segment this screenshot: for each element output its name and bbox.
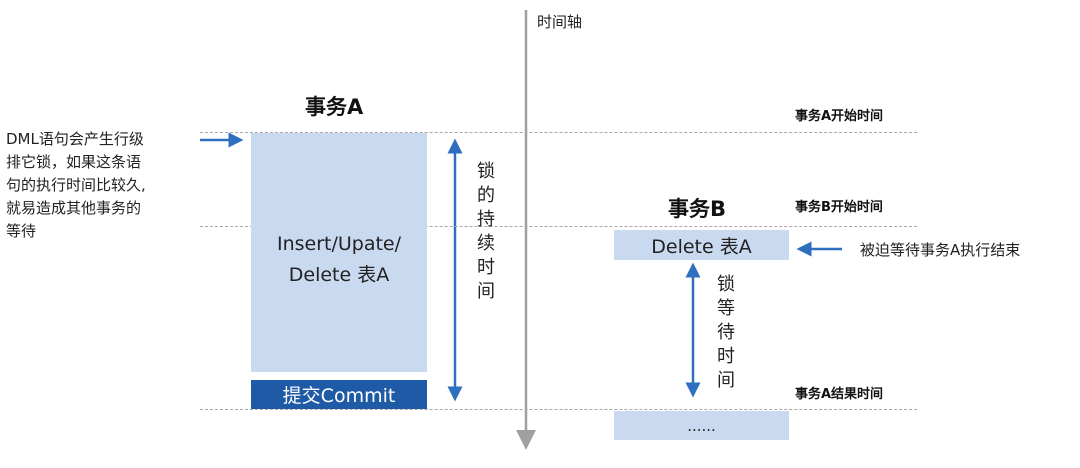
time-axis-label: 时间轴: [537, 13, 583, 31]
statement-line: Delete 表A: [288, 263, 390, 286]
tx-a-box: Insert/Upate/ Delete 表A: [251, 133, 427, 372]
tx-a-note: DML语句会产生行级 排它锁，如果这条语 句的执行时间比较久, 就易造成其他事务…: [6, 128, 206, 243]
vertical-char: 的: [477, 185, 495, 206]
b-start-label: 事务B开始时间: [795, 200, 883, 215]
tx-a-statement: Insert/Upate/ Delete 表A: [277, 229, 401, 291]
vertical-char: 待: [717, 322, 735, 343]
vertical-char: 锁: [477, 161, 495, 182]
vertical-char: 锁: [717, 274, 735, 295]
lock-wait-label: 锁等待时间: [714, 273, 738, 393]
a-start-label: 事务A开始时间: [795, 109, 884, 124]
a-start-line: [200, 132, 917, 133]
vertical-char: 时: [477, 257, 495, 278]
a-end-line: [200, 409, 917, 410]
ellipsis: ......: [687, 416, 716, 435]
vertical-char: 等: [717, 298, 735, 319]
vertical-char: 持: [477, 209, 495, 230]
a-end-label: 事务A结果时间: [795, 387, 884, 402]
statement-line: Insert/Upate/: [276, 232, 402, 255]
tx-b-box: Delete 表A: [614, 230, 789, 260]
vertical-char: 间: [477, 281, 495, 302]
vertical-char: 时: [717, 346, 735, 367]
note-line: 句的执行时间比较久,: [6, 176, 146, 194]
tx-b-continuation-box: ......: [614, 411, 789, 440]
note-line: DML语句会产生行级: [6, 130, 144, 148]
wait-note: 被迫等待事务A执行结束: [860, 241, 1021, 259]
tx-b-title: 事务B: [668, 197, 727, 221]
note-line: 就易造成其他事务的: [6, 199, 142, 217]
b-start-line: [200, 226, 917, 227]
vertical-char: 间: [717, 370, 735, 391]
commit-box: 提交Commit: [251, 380, 427, 409]
note-line: 等待: [6, 222, 37, 240]
tx-b-statement: Delete 表A: [651, 235, 752, 258]
commit-label: 提交Commit: [282, 385, 396, 407]
lock-duration-label: 锁的持续时间: [474, 160, 498, 304]
vertical-char: 续: [477, 233, 495, 254]
tx-a-title: 事务A: [305, 95, 364, 119]
note-line: 排它锁，如果这条语: [6, 153, 142, 171]
